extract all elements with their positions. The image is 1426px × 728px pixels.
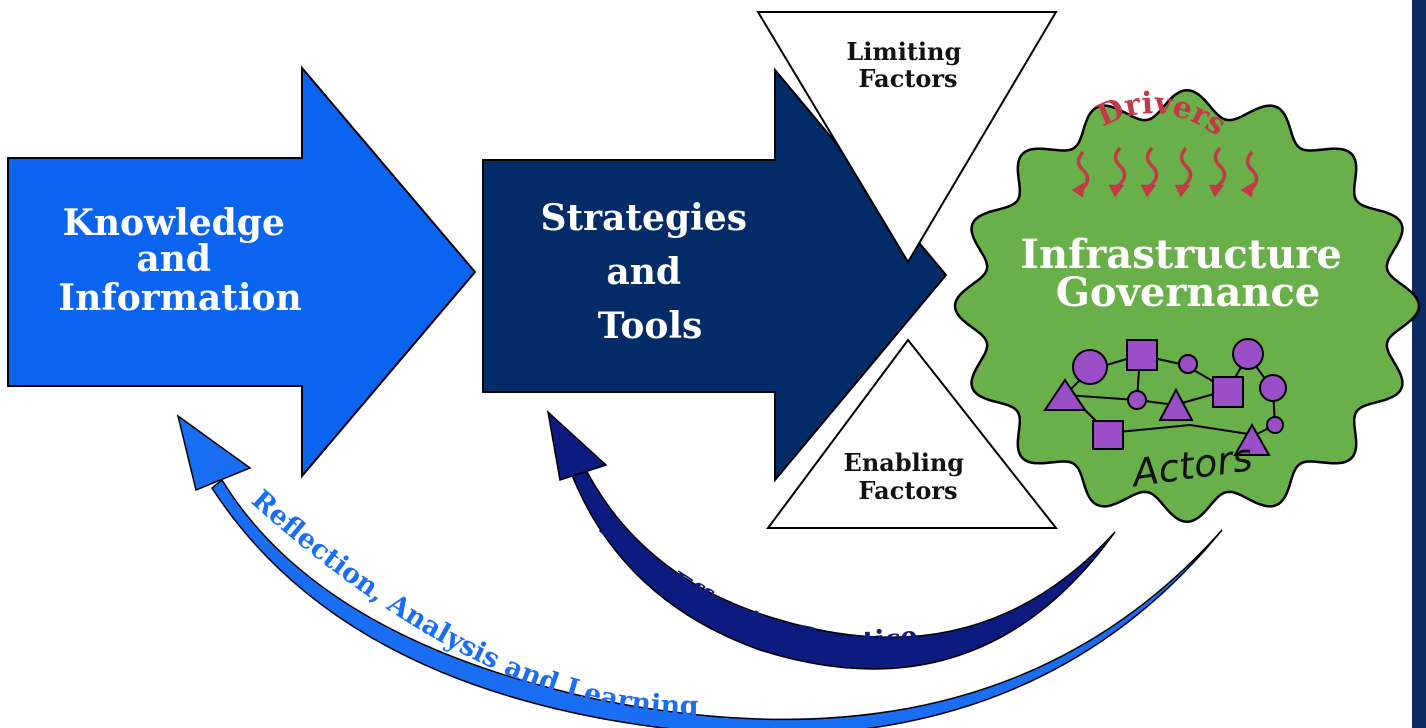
driver-arrow	[1174, 146, 1193, 198]
strategies-line-2: and	[606, 251, 681, 293]
governance-badge: Drivers Infrastructure Governance	[953, 86, 1421, 524]
actor-circle	[1072, 349, 1108, 385]
practice-label-path: More Effective Practice	[593, 512, 920, 657]
actor-triangle	[1158, 387, 1194, 421]
enabling-line-1: Enabling	[844, 448, 965, 477]
right-frame-bar	[1412, 0, 1426, 728]
actor-triangle	[1043, 378, 1087, 411]
knowledge-line-1: Knowledge	[63, 202, 285, 244]
driver-arrow	[1108, 146, 1127, 198]
actor-triangle	[1233, 422, 1271, 456]
actor-circle-small	[1178, 354, 1198, 374]
actor-square	[1212, 376, 1244, 408]
governance-line-1: Infrastructure	[1020, 231, 1342, 278]
enabling-factors-label: Enabling Factors	[844, 448, 973, 505]
learning-feedback-arrow: Reflection, Analysis and Learning	[176, 414, 1223, 728]
governance-badge-shape	[953, 88, 1421, 524]
actor-circle-small	[1127, 390, 1147, 410]
enabling-factors-triangle: Enabling Factors	[766, 338, 1059, 529]
practice-label: More Effective Practice	[593, 512, 920, 657]
governance-line-2: Governance	[1056, 269, 1321, 316]
driver-arrow	[1240, 150, 1259, 198]
strategies-arrow-label: Strategies and Tools	[540, 197, 759, 347]
actor-circle-small	[1266, 416, 1284, 434]
limiting-line-2: Factors	[858, 64, 957, 93]
learning-label: Reflection, Analysis and Learning	[245, 484, 698, 722]
actor-square	[1092, 420, 1124, 450]
enabling-line-2: Factors	[858, 476, 957, 505]
limiting-line-1: Limiting	[846, 37, 961, 66]
actor-circle	[1259, 374, 1287, 402]
learning-label-path: Reflection, Analysis and Learning	[245, 484, 698, 722]
governance-label: Infrastructure Governance	[1020, 231, 1356, 316]
limiting-factors-label: Limiting Factors	[846, 37, 969, 93]
strategies-arrow: Strategies and Tools	[482, 67, 948, 483]
actor-circle	[1232, 338, 1264, 370]
actor-shapes	[1043, 338, 1287, 456]
strategies-line-3: Tools	[598, 305, 703, 347]
driver-arrow	[1208, 146, 1227, 198]
knowledge-arrow: Knowledge and Information	[7, 65, 477, 479]
knowledge-arrow-label: Knowledge and Information	[58, 202, 301, 319]
limiting-factors-triangle: Limiting Factors	[756, 11, 1058, 264]
driver-arrow	[1071, 150, 1090, 198]
actor-square	[1126, 339, 1158, 371]
learning-arrowhead	[176, 414, 252, 492]
driver-arrow	[1140, 146, 1159, 198]
practice-arrowhead	[546, 409, 608, 481]
strategies-line-1: Strategies	[540, 197, 746, 239]
knowledge-line-2: and	[136, 238, 211, 280]
driver-arrows	[1071, 146, 1259, 198]
knowledge-line-3: Information	[58, 277, 301, 319]
